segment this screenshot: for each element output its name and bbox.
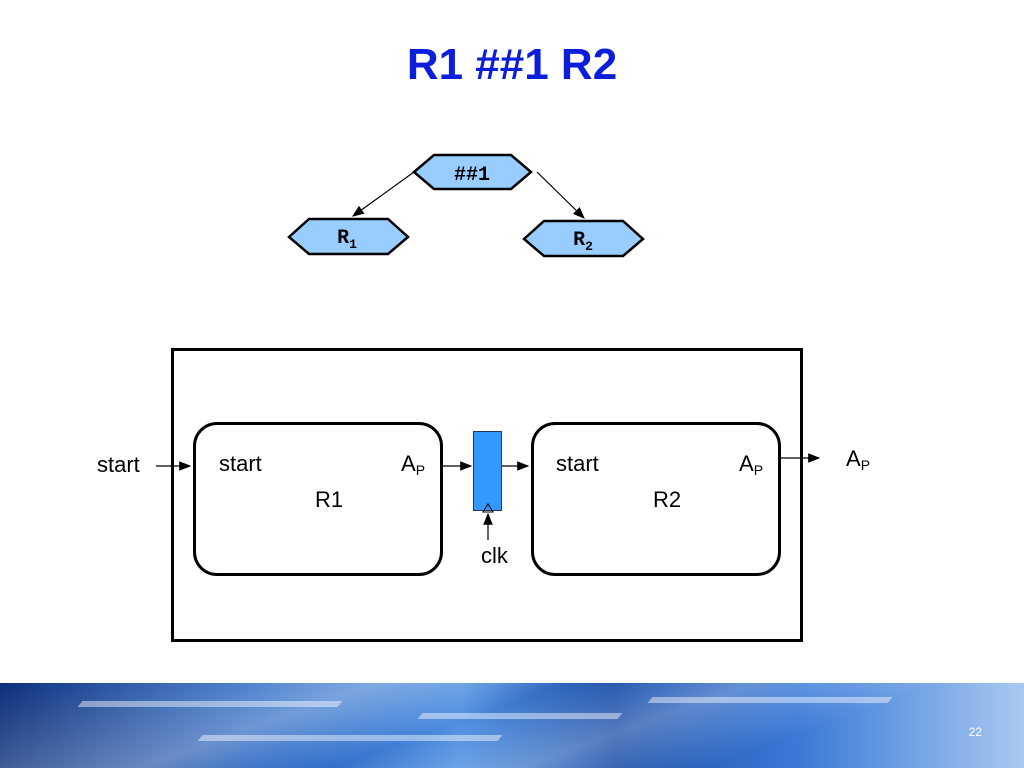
r1-output-sub: P	[415, 462, 426, 478]
circuit-output-base: A	[846, 446, 861, 471]
tree-root-node: ##1	[412, 153, 533, 191]
block-r2	[531, 422, 781, 576]
footer-streak	[197, 735, 503, 741]
r2-input-label: start	[556, 451, 599, 476]
footer-streak	[417, 713, 623, 719]
tree-left-node: R1	[287, 217, 410, 256]
block-r1	[193, 422, 443, 576]
tree-root-label: ##1	[454, 164, 490, 187]
r2-output-base: A	[739, 451, 754, 476]
circuit-output-label: AP	[846, 446, 871, 473]
svg-text:R1: R1	[337, 227, 357, 252]
r2-output-sub: P	[753, 462, 764, 478]
clock-label: clk	[481, 543, 508, 568]
tree-left-label: R	[337, 227, 349, 250]
footer-streak	[77, 701, 343, 707]
svg-text:R2: R2	[573, 229, 593, 254]
r1-output-label: AP	[401, 451, 426, 478]
page-number: 22	[968, 725, 982, 739]
r1-block-name: R1	[315, 487, 344, 512]
footer-decoration	[0, 683, 1024, 768]
r1-output-base: A	[401, 451, 416, 476]
r2-block-name: R2	[653, 487, 682, 512]
sequence-tree: ##1 R1 R2	[287, 153, 645, 258]
circuit-output-sub: P	[860, 457, 871, 473]
tree-right-node: R2	[522, 219, 645, 258]
tree-edge-right	[536, 171, 585, 219]
circuit-input-label: start	[97, 452, 140, 477]
footer-streak	[647, 697, 893, 703]
tree-left-subscript: 1	[349, 237, 357, 252]
tree-right-subscript: 2	[585, 239, 593, 254]
r2-output-label: AP	[739, 451, 764, 478]
tree-right-label: R	[573, 229, 585, 252]
tree-edge-left	[352, 171, 415, 217]
flipflop-register	[473, 431, 502, 511]
slide-title: R1 ##1 R2	[406, 40, 618, 89]
r1-input-label: start	[219, 451, 262, 476]
